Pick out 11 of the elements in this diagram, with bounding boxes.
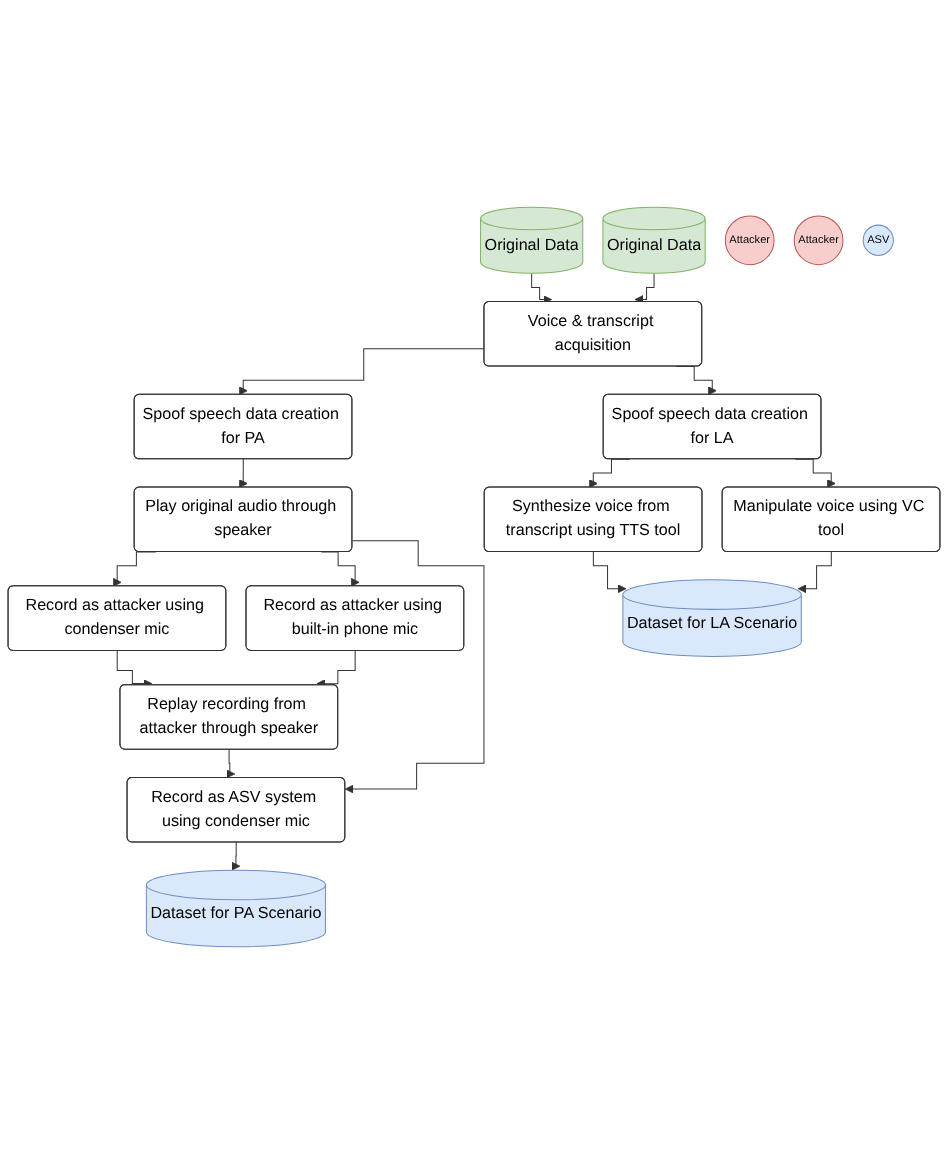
arrow (231, 841, 241, 871)
arrow (226, 749, 236, 779)
arrow (316, 650, 356, 689)
arrow (592, 551, 627, 594)
arrow (797, 551, 833, 594)
arrow (238, 348, 485, 396)
arrow (531, 272, 552, 305)
arrow (238, 458, 248, 488)
arrow (116, 650, 153, 688)
arrow (344, 540, 485, 794)
arrow (634, 272, 655, 304)
